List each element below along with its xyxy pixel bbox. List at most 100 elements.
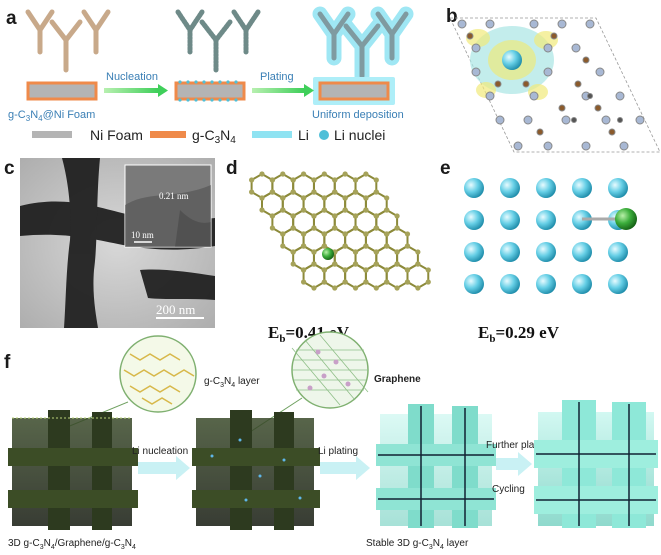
lattice-atom (363, 195, 369, 201)
step-nucleation-label: Nucleation (106, 71, 158, 83)
lattice-atom (394, 285, 400, 291)
lattice-atom (311, 177, 317, 183)
lattice-atom (384, 231, 390, 237)
lattice-atom (342, 207, 348, 213)
lattice-atom (363, 267, 369, 273)
unit-cell (449, 17, 661, 153)
lattice-atom (269, 177, 275, 183)
lattice-atom (373, 249, 379, 255)
lattice-atom (300, 195, 307, 201)
lattice-atom (290, 177, 296, 183)
legend-swatch-ni-foam (32, 131, 72, 138)
lattice-atom (384, 207, 390, 213)
li-atom (608, 274, 628, 294)
li-atom (464, 242, 484, 262)
lattice-atom (269, 225, 275, 231)
lattice-atom (384, 267, 390, 273)
lattice-atom (363, 171, 369, 177)
hex-cell (364, 262, 388, 290)
lattice-atom (321, 171, 327, 177)
lattice-atom (311, 285, 317, 291)
lattice-atom (352, 213, 359, 219)
lattice-atom (352, 285, 359, 291)
lattice-atom (425, 279, 431, 285)
li-atom (608, 178, 628, 198)
lattice-atom (332, 177, 338, 183)
panel-e-label: e (440, 158, 451, 179)
lattice-atom (290, 189, 296, 195)
lattice-atom (321, 243, 327, 249)
lattice-atom (280, 207, 286, 213)
foam-stage-3 (376, 404, 496, 528)
li-atom (500, 242, 520, 262)
lattice-atom (415, 249, 421, 255)
lattice-atom (394, 213, 400, 219)
hex-cell (302, 262, 326, 290)
layer1-label: g-C3N4 layer (204, 376, 260, 389)
lattice-atom (363, 243, 369, 249)
lattice-atom (321, 207, 327, 213)
panel-c-label: c (4, 158, 15, 179)
gc3n4-lattice-b (457, 19, 645, 151)
lattice-atom (352, 249, 359, 255)
lattice-atom (290, 261, 296, 267)
lattice-atom (332, 285, 338, 291)
lattice-atom (311, 261, 317, 267)
li-atom (464, 210, 484, 230)
li-atom (502, 50, 522, 70)
hex-cell (385, 262, 409, 290)
uniform-deposition-label: Uniform deposition (312, 109, 404, 121)
lattice-atom (311, 225, 317, 231)
lattice-atom (249, 177, 255, 183)
lattice-atom (259, 207, 265, 213)
lattice-atom (425, 267, 431, 273)
lattice-atom (384, 279, 390, 285)
foam-stage-2 (192, 410, 320, 530)
substrate-label: g-C3N4@Ni Foam (8, 109, 95, 123)
li-atom (536, 178, 556, 198)
lattice-atom (352, 189, 359, 195)
panel-a: a (6, 6, 414, 146)
panel-b: b (446, 6, 661, 153)
step-plating-label: Plating (260, 71, 294, 83)
lattice-atom (363, 231, 369, 237)
legend-swatch-li-nuclei (319, 130, 329, 140)
lattice-atom (342, 231, 348, 237)
lattice-atom (300, 279, 307, 285)
lattice-atom (249, 189, 255, 195)
lattice-atom (300, 171, 307, 177)
lattice-atom (342, 243, 348, 249)
lattice-atom (332, 189, 338, 195)
lattice-atom (363, 207, 369, 213)
lattice-atom (332, 261, 338, 267)
lattice-atom (280, 231, 286, 237)
panel-e: e Eb=0.29 eV (440, 158, 637, 345)
arrow-nucleation (104, 84, 168, 97)
step-li-plating: Li plating (318, 446, 358, 457)
li-atom (500, 178, 520, 198)
legend-gc3n4: g-C3N4 (192, 127, 236, 146)
li-atom (572, 242, 592, 262)
lattice-atom (394, 249, 400, 255)
lattice-atom (342, 279, 348, 285)
lattice-atom (280, 171, 286, 177)
panel-f: f g-C3N4 layer Graphene (4, 331, 658, 551)
li-atom (536, 242, 556, 262)
lattice-atom (311, 213, 317, 219)
lattice-atom (394, 261, 400, 267)
lattice-atom (311, 249, 317, 255)
adsorbed-atom-e (615, 208, 637, 230)
lattice-atom (342, 267, 348, 273)
lattice-atom (404, 267, 411, 273)
panel-a-legend: Ni Foam g-C3N4 Li Li nuclei (32, 127, 385, 146)
lattice-atom (300, 267, 307, 273)
adsorbed-atom-d (322, 248, 334, 260)
plated-y-structures (312, 6, 414, 84)
lattice-spacing-label: 0.21 nm (159, 191, 189, 201)
lattice-atom (363, 279, 369, 285)
lattice-atom (259, 171, 265, 177)
graphene-zoom-pattern (291, 334, 369, 406)
panel-f-label: f (4, 352, 11, 373)
li-atom (572, 274, 592, 294)
